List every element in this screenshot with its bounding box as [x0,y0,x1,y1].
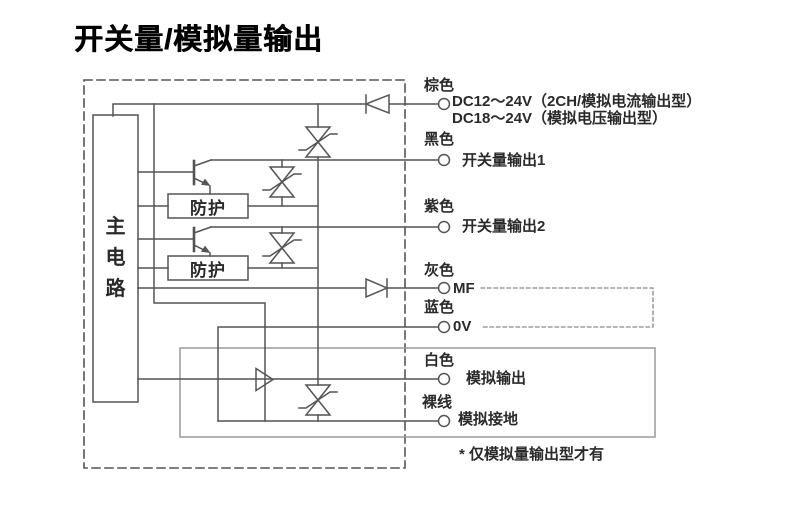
wire-color-label-blue: 蓝色 [424,299,455,316]
tvs-diode-supply-icon [298,126,338,158]
wire-left-bus [153,103,266,422]
terminal-label-supply-2: DC18～24V（模拟电压输出型） [452,110,668,127]
terminal-gray [437,281,451,295]
wire-color-label-gray: 灰色 [424,262,455,279]
mf-diode-icon [365,277,389,299]
page-title: 开关量/模拟量输出 [74,24,324,56]
protection-label-1: 防护 [190,198,226,218]
wire-brown-supply [112,103,440,117]
terminal-blue [437,320,451,334]
terminal-label-supply-1: DC12～24V（2CH/模拟电流输出型） [452,93,702,110]
terminal-white [437,372,451,386]
protection-label-2: 防护 [190,260,226,280]
reverse-protection-diode-icon [363,93,390,115]
footnote: * 仅模拟量输出型才有 [459,446,605,463]
terminal-label-output1: 开关量输出1 [462,152,546,169]
terminal-brown [437,97,451,111]
main-circuit-box [92,114,139,403]
wire-color-label-brown: 棕色 [424,77,455,94]
terminal-label-0v: 0V [453,318,472,335]
sensor-dashed-enclosure [83,79,406,469]
transistor-1-icon [192,159,212,195]
tvs-diode-output2-icon [262,226,302,269]
transistor-2-icon [192,226,212,257]
tvs-diode-analog-icon [298,384,338,416]
tvs-diode-output1-icon [262,159,302,207]
wire-color-label-bare: 裸线 [422,394,453,411]
mf-0v-dashed-link [480,287,654,328]
terminal-label-mf: MF [453,280,475,297]
terminal-black [437,153,451,167]
analog-section-box [179,347,656,438]
terminal-label-analog-gnd: 模拟接地 [458,411,519,428]
terminal-label-analog-out: 模拟输出 [466,370,527,387]
wire-color-label-purple: 紫色 [424,198,455,215]
terminal-bare [437,414,451,428]
terminal-label-output2: 开关量输出2 [462,218,546,235]
wire-blue-0v [217,326,440,422]
terminal-purple [437,220,451,234]
wire-color-label-black: 黑色 [424,131,455,148]
analog-buffer-icon [255,367,275,392]
main-circuit-label: 主电路 [105,216,126,300]
wire-color-label-white: 白色 [424,352,455,369]
